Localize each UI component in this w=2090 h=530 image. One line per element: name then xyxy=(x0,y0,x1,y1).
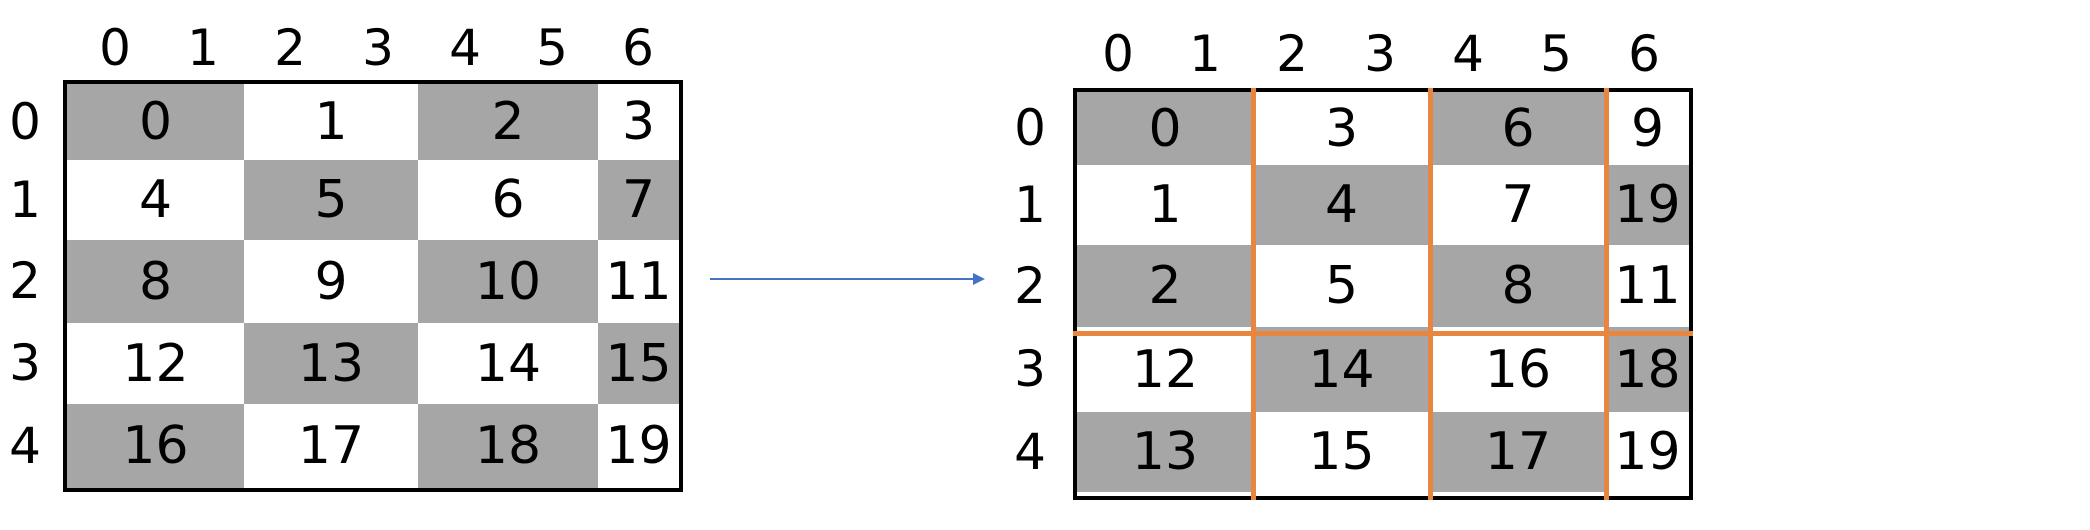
column-label: 5 xyxy=(536,19,568,77)
grid-cell: 19 xyxy=(1614,422,1681,482)
grid-cell: 7 xyxy=(598,160,679,240)
row-label: 3 xyxy=(1014,340,1046,398)
grid-cell: 2 xyxy=(1077,245,1253,327)
row-label: 4 xyxy=(9,417,41,475)
column-label: 0 xyxy=(99,19,131,77)
grid-cell: 11 xyxy=(1614,256,1681,316)
grid-cell: 2 xyxy=(418,84,598,160)
grid-cell: 13 xyxy=(244,323,418,404)
column-label: 1 xyxy=(187,19,219,77)
grid-cell: 14 xyxy=(474,333,542,394)
grid-cell: 5 xyxy=(244,160,418,240)
grid-cell: 12 xyxy=(122,333,189,394)
grid-cell: 3 xyxy=(1324,98,1359,159)
row-label: 4 xyxy=(1014,423,1046,481)
grid-cell: 9 xyxy=(1630,98,1665,159)
column-label: 4 xyxy=(1452,25,1484,83)
grid-cell: 15 xyxy=(1308,422,1375,482)
row-label: 2 xyxy=(1014,257,1046,315)
grid-cell: 6 xyxy=(491,170,525,230)
grid-cell: 7 xyxy=(1501,175,1535,235)
arrow-head xyxy=(973,273,985,285)
grid-cell: 17 xyxy=(297,416,365,476)
grid-cell: 19 xyxy=(605,416,672,476)
grid-cell: 16 xyxy=(1484,339,1552,400)
grid-cell: 16 xyxy=(67,404,244,488)
column-label: 3 xyxy=(1364,25,1396,83)
grid-cell: 0 xyxy=(1077,92,1253,165)
grid-cell: 1 xyxy=(1148,175,1182,235)
grid-cell: 6 xyxy=(1430,92,1606,165)
block-divider-vertical xyxy=(1604,88,1609,500)
grid-cell: 8 xyxy=(67,240,244,323)
grid-cell: 18 xyxy=(1606,327,1689,412)
grid-cell: 18 xyxy=(418,404,598,488)
row-label: 1 xyxy=(1014,176,1046,234)
grid-cell: 13 xyxy=(1077,412,1253,492)
grid-cell: 12 xyxy=(1131,339,1199,400)
grid-cell: 1 xyxy=(314,92,348,152)
column-label: 4 xyxy=(449,19,481,77)
grid-cell: 4 xyxy=(1253,165,1430,245)
grid-cell: 9 xyxy=(314,251,348,312)
column-label: 3 xyxy=(362,19,394,77)
column-label: 6 xyxy=(622,19,654,77)
grid-cell: 4 xyxy=(138,170,173,230)
grid-cell: 14 xyxy=(1253,327,1430,412)
grid-cell: 8 xyxy=(1430,245,1606,327)
column-label: 1 xyxy=(1189,25,1221,83)
row-label: 2 xyxy=(9,252,41,310)
grid-cell: 19 xyxy=(1606,165,1689,245)
column-label: 0 xyxy=(1102,25,1134,83)
grid-cell: 11 xyxy=(605,251,672,312)
grid-cell: 0 xyxy=(67,84,244,160)
block-divider-horizontal xyxy=(1073,331,1693,336)
row-label: 0 xyxy=(1014,99,1046,157)
block-divider-vertical xyxy=(1251,88,1256,500)
column-label: 2 xyxy=(274,19,306,77)
grid-cell: 15 xyxy=(598,323,679,404)
grid-cell: 10 xyxy=(418,240,598,323)
grid-cell: 5 xyxy=(1324,256,1359,316)
row-label: 1 xyxy=(9,171,41,229)
row-label: 3 xyxy=(9,334,41,392)
grid-cell: 3 xyxy=(621,92,656,152)
column-label: 2 xyxy=(1276,25,1308,83)
block-divider-vertical xyxy=(1428,88,1433,500)
column-label: 6 xyxy=(1628,25,1660,83)
grid-cell: 17 xyxy=(1430,412,1606,492)
column-label: 5 xyxy=(1540,25,1572,83)
row-label: 0 xyxy=(9,93,41,151)
